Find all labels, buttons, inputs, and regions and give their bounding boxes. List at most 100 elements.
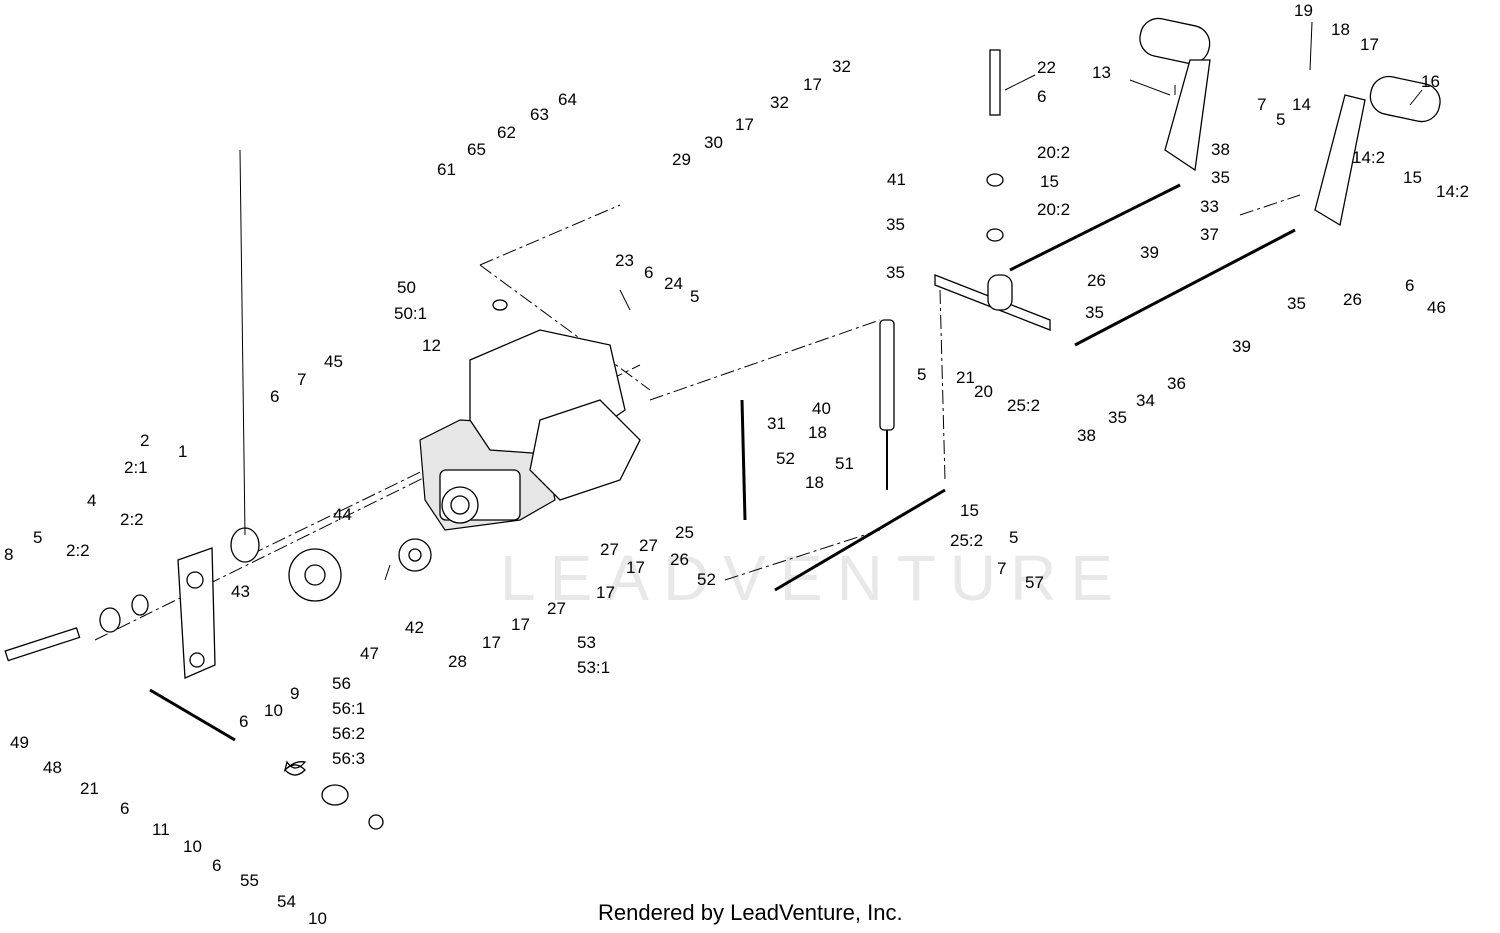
callout-label: 21 bbox=[956, 368, 975, 387]
callout-label: 19 bbox=[1294, 1, 1313, 20]
sprocket-assembly bbox=[288, 538, 432, 602]
callout-label: 6 bbox=[120, 799, 129, 818]
callout-label: 20:2 bbox=[1037, 200, 1070, 219]
callout-label: 53 bbox=[577, 633, 596, 652]
transmission-housing bbox=[419, 299, 641, 531]
callout-label: 32 bbox=[770, 93, 789, 112]
callout-label: 35 bbox=[1287, 294, 1306, 313]
callout-label: 56:1 bbox=[332, 699, 365, 718]
callout-label: 17 bbox=[1360, 35, 1379, 54]
callout-label: 18 bbox=[808, 423, 827, 442]
callout-label: 17 bbox=[482, 633, 501, 652]
callout-label: 25:2 bbox=[950, 531, 983, 550]
callout-label: 5 bbox=[33, 528, 42, 547]
spring-assembly bbox=[283, 760, 384, 830]
callout-label: 53:1 bbox=[577, 658, 610, 677]
callout-label: 43 bbox=[231, 582, 250, 601]
callout-label: 35 bbox=[1211, 168, 1230, 187]
callout-label: 25 bbox=[675, 523, 694, 542]
callout-label: 35 bbox=[886, 215, 905, 234]
callout-label: 27 bbox=[547, 599, 566, 618]
left-bracket bbox=[4, 527, 260, 679]
callout-label: 61 bbox=[437, 160, 456, 179]
callout-label: 31 bbox=[767, 414, 786, 433]
callout-label: 20 bbox=[974, 382, 993, 401]
callout-label: 57 bbox=[1025, 573, 1044, 592]
callout-label: 39 bbox=[1140, 243, 1159, 262]
callout-label: 38 bbox=[1211, 140, 1230, 159]
callout-label: 35 bbox=[886, 263, 905, 282]
callout-label: 15 bbox=[1040, 172, 1059, 191]
callout-label: 11 bbox=[152, 820, 170, 839]
callout-label: 26 bbox=[670, 550, 689, 569]
callout-label: 56:2 bbox=[332, 724, 365, 743]
callout-label: 10 bbox=[183, 837, 202, 856]
callout-label: 4 bbox=[87, 491, 96, 510]
callout-label: 48 bbox=[43, 758, 62, 777]
callout-label: 34 bbox=[1136, 391, 1155, 410]
callout-label: 17 bbox=[511, 615, 530, 634]
callout-label: 37 bbox=[1200, 225, 1219, 244]
callout-label: 10 bbox=[308, 909, 327, 928]
callout-label: 16 bbox=[1421, 72, 1440, 91]
callout-label: 32 bbox=[832, 57, 851, 76]
callout-label: 51 bbox=[835, 454, 854, 473]
callout-label: 1 bbox=[178, 442, 187, 461]
callout-label: 6 bbox=[644, 263, 653, 282]
callout-label: 17 bbox=[735, 115, 754, 134]
callout-label: 29 bbox=[672, 150, 691, 169]
callout-label: 35 bbox=[1108, 408, 1127, 427]
callout-label: 47 bbox=[360, 644, 379, 663]
callout-label: 22 bbox=[1037, 58, 1056, 77]
callout-label: 26 bbox=[1087, 271, 1106, 290]
center-plate bbox=[934, 49, 1051, 331]
callout-label: 45 bbox=[324, 352, 343, 371]
callout-label: 15 bbox=[960, 501, 979, 520]
callout-label: 41 bbox=[887, 170, 906, 189]
callout-label: 5 bbox=[690, 287, 699, 306]
callout-label: 54 bbox=[277, 892, 296, 911]
callout-label: 28 bbox=[448, 652, 467, 671]
callout-label: 18 bbox=[805, 473, 824, 492]
callout-label: 46 bbox=[1427, 298, 1446, 317]
callout-label: 14 bbox=[1292, 95, 1311, 114]
callout-label: 7 bbox=[1257, 95, 1266, 114]
callout-label: 5 bbox=[917, 365, 926, 384]
callout-label: 21 bbox=[80, 779, 99, 798]
callout-label: 6 bbox=[1405, 276, 1414, 295]
callout-label: 9 bbox=[290, 684, 299, 703]
callout-label: 5 bbox=[1009, 528, 1018, 547]
callout-label: 64 bbox=[558, 90, 577, 109]
callout-label: 50 bbox=[397, 278, 416, 297]
callout-label: 49 bbox=[10, 733, 29, 752]
callout-label: 2:2 bbox=[66, 541, 90, 560]
callout-label: 8 bbox=[4, 545, 13, 564]
callout-label: 62 bbox=[497, 123, 516, 142]
rods bbox=[149, 183, 1296, 742]
callout-label: 6 bbox=[239, 712, 248, 731]
callout-label: 20:2 bbox=[1037, 143, 1070, 162]
callout-labels: 19 18 17 16 13 22 6 32 17 32 17 30 29 64… bbox=[4, 1, 1469, 928]
callout-label: 23 bbox=[615, 251, 634, 270]
gas-spring bbox=[740, 319, 895, 521]
callout-label: 56 bbox=[332, 674, 351, 693]
callout-label: 6 bbox=[1037, 87, 1046, 106]
callout-label: 17 bbox=[803, 75, 822, 94]
callout-label: 40 bbox=[812, 399, 831, 418]
callout-label: 18 bbox=[1331, 20, 1350, 39]
callout-label: 42 bbox=[405, 618, 424, 637]
callout-label: 15 bbox=[1403, 168, 1422, 187]
callout-label: 55 bbox=[240, 871, 259, 890]
callout-label: 7 bbox=[997, 559, 1006, 578]
callout-label: 6 bbox=[270, 387, 279, 406]
callout-label: 2:1 bbox=[124, 458, 148, 477]
callout-label: 35 bbox=[1085, 303, 1104, 322]
footer-credit: Rendered by LeadVenture, Inc. bbox=[598, 900, 903, 925]
callout-label: 26 bbox=[1343, 290, 1362, 309]
callout-label: 52 bbox=[776, 449, 795, 468]
callout-label: 30 bbox=[704, 133, 723, 152]
callout-label: 65 bbox=[467, 140, 486, 159]
callout-label: 50:1 bbox=[394, 304, 427, 323]
callout-label: 27 bbox=[600, 540, 619, 559]
